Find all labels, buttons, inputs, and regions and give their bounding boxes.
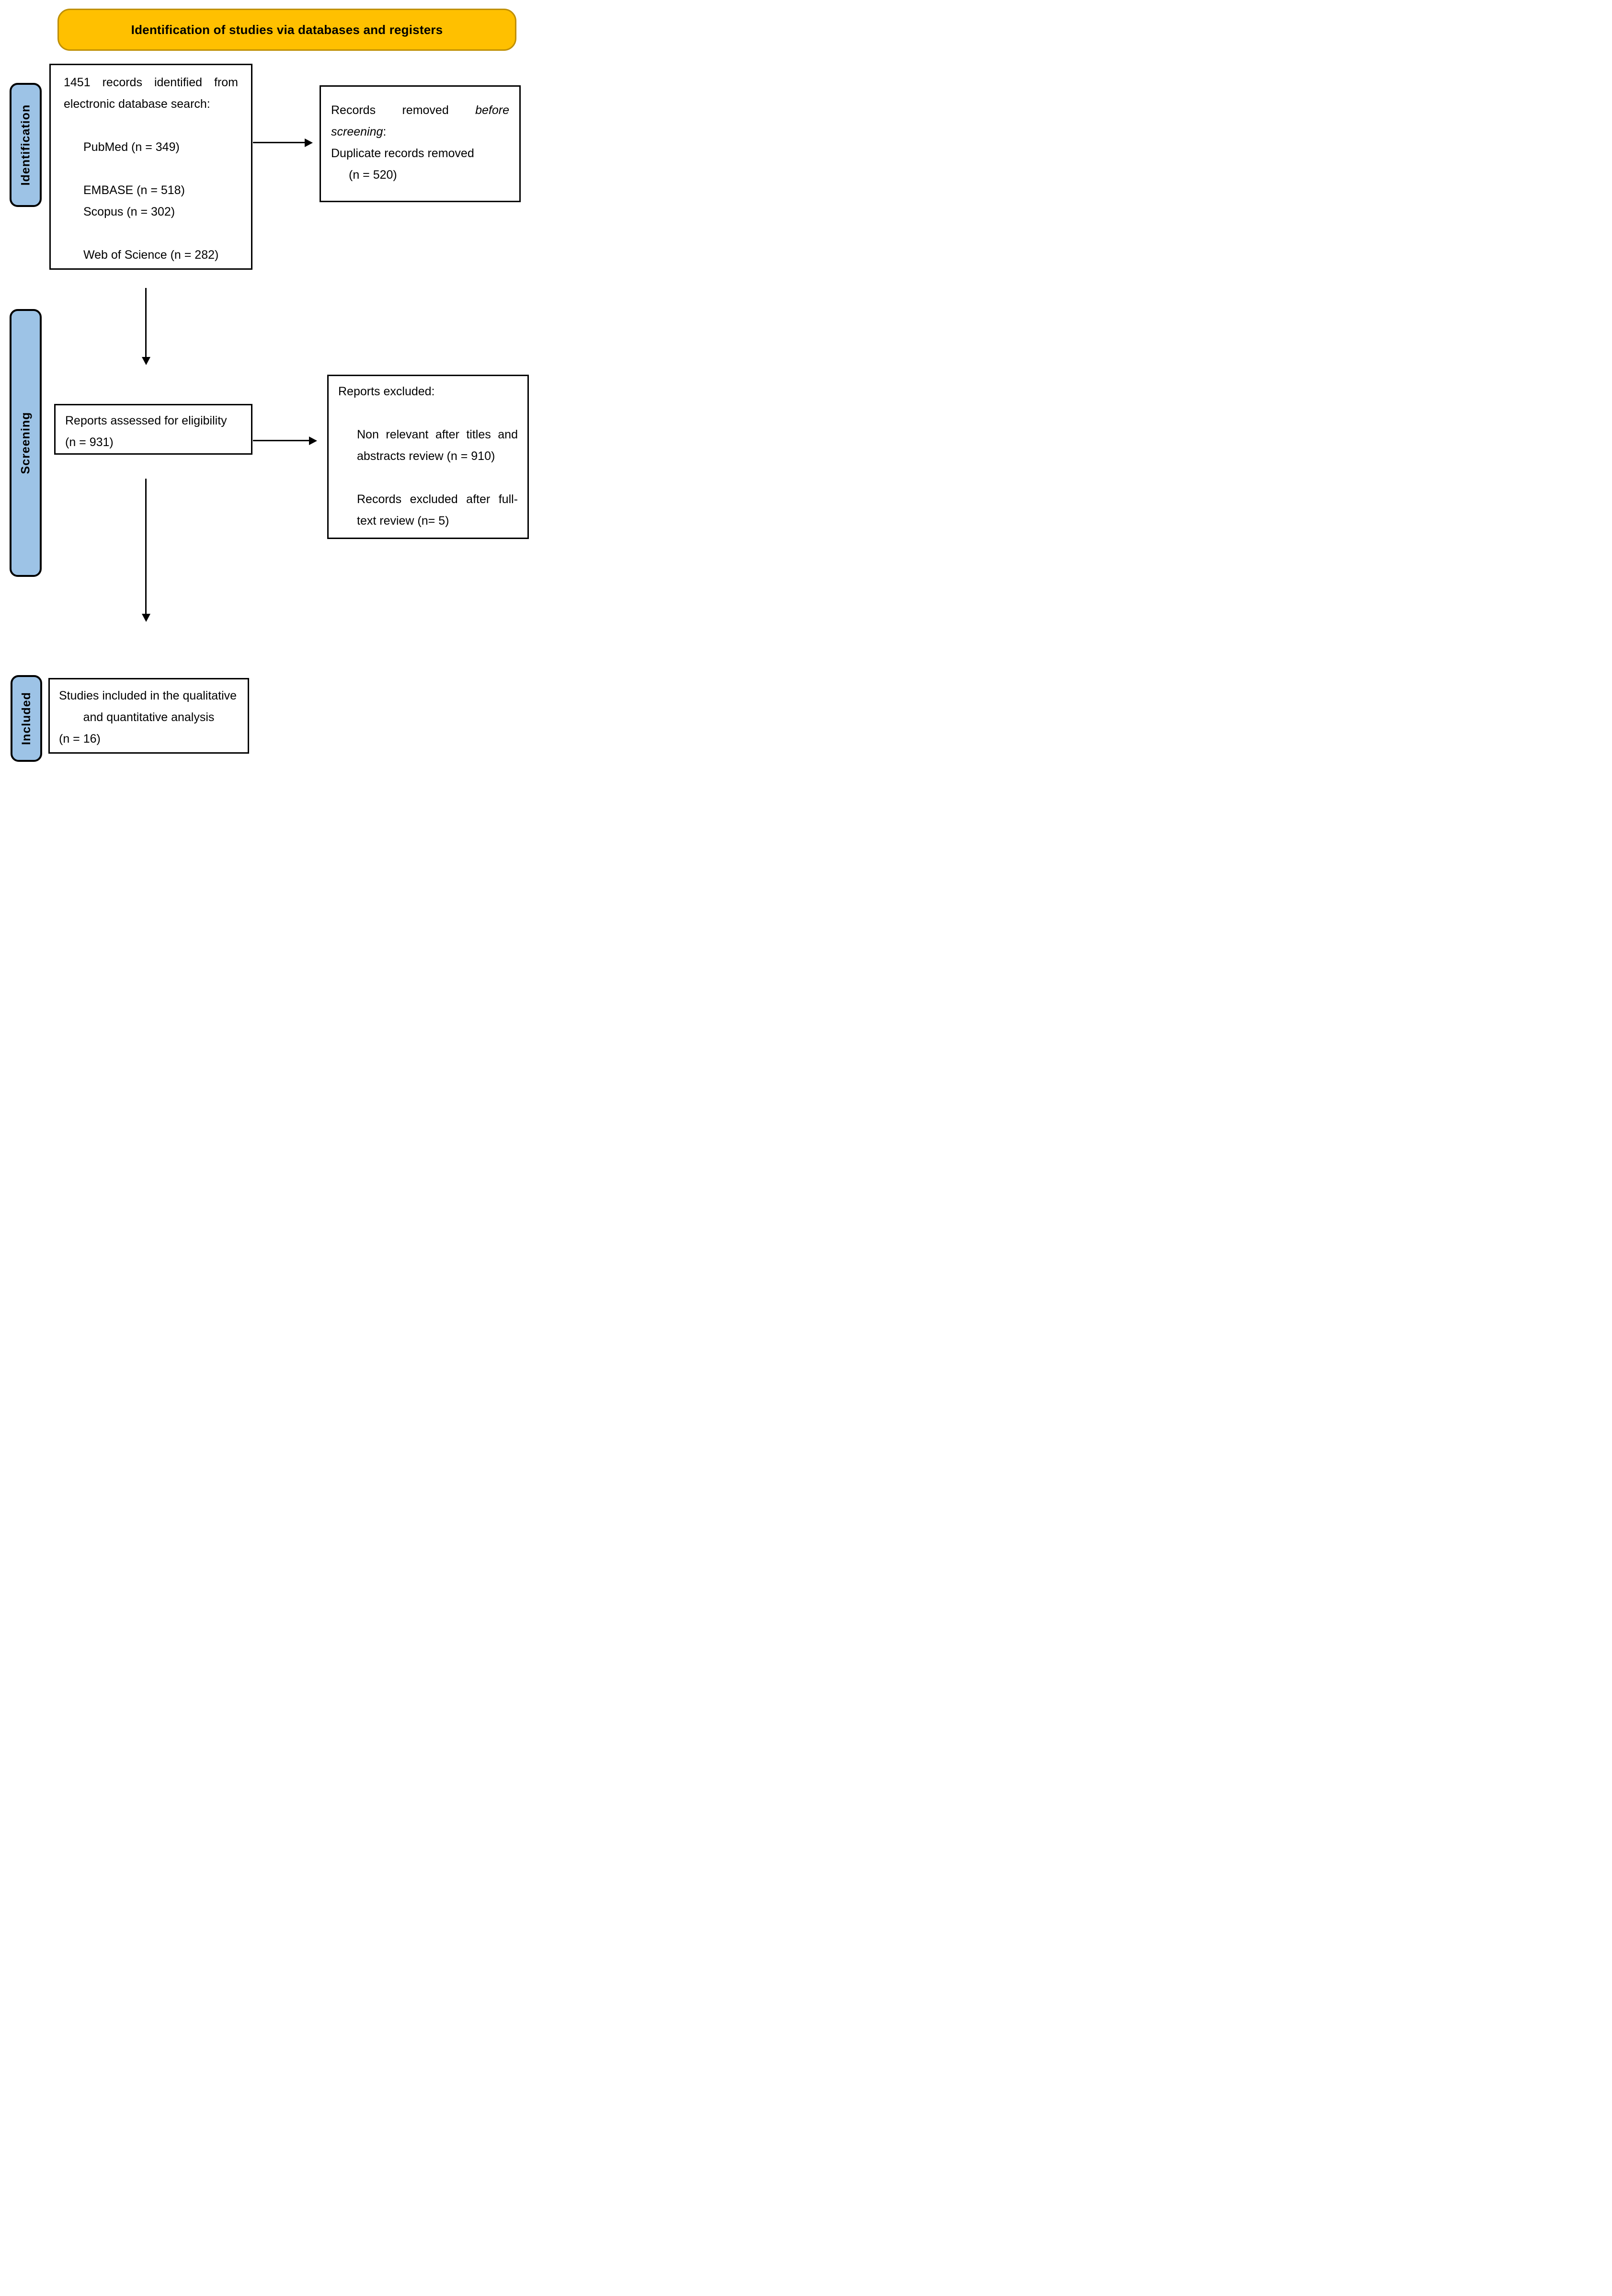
records-removed-line2: screening: (331, 121, 509, 143)
records-removed-line1: Records removed before (331, 100, 509, 121)
arrow-identified-to-removed-head (305, 138, 313, 147)
excluded-reason1-line1: Non relevant after titles and (357, 428, 518, 441)
spacer (338, 402, 518, 424)
spacer (64, 223, 238, 244)
box-records-removed: Records removed before screening: Duplic… (320, 85, 521, 202)
banner-databases-registers: Identification of studies via databases … (57, 9, 516, 51)
excluded-reason2-line2: text review (n= 5) (357, 514, 449, 528)
box-records-identified: 1451 records identified from electronic … (49, 64, 252, 270)
source-scopus: Scopus (n = 302) (83, 205, 175, 218)
stage-label-screening-text: Screening (19, 412, 32, 474)
duplicate-records-count: (n = 520) (349, 168, 397, 182)
source-web-of-science: Web of Science (n = 282) (83, 248, 219, 262)
studies-included-count: (n = 16) (59, 732, 101, 746)
spacer (64, 115, 238, 137)
spacer (64, 158, 238, 180)
box-reports-assessed: Reports assessed for eligibility (n = 93… (54, 404, 252, 455)
stage-label-screening: Screening (10, 309, 42, 577)
records-removed-line2-italic: screening (331, 125, 383, 138)
arrow-identified-to-removed-line (253, 142, 306, 143)
stage-label-included: Included (11, 675, 42, 762)
arrow-assessed-to-included-line (145, 479, 147, 615)
records-removed-line1-italic: before (475, 103, 509, 117)
source-pubmed: PubMed (n = 349) (83, 140, 180, 154)
records-removed-line2-colon: : (383, 125, 387, 138)
excluded-reason1-line2: abstracts review (n = 910) (357, 449, 495, 463)
box-studies-included: Studies included in the qualitative and … (48, 678, 249, 754)
arrow-identified-to-assessed-line (145, 288, 147, 358)
reports-assessed-line1: Reports assessed for eligibility (65, 414, 227, 427)
records-identified-intro-line1: 1451 records identified from (64, 76, 238, 89)
records-removed-line1-regular: Records removed (331, 103, 449, 117)
box-reports-excluded: Reports excluded: Non relevant after tit… (327, 375, 529, 539)
spacer (338, 467, 518, 489)
arrow-assessed-to-excluded-line (253, 440, 310, 441)
reports-assessed-count: (n = 931) (65, 436, 114, 449)
prisma-flow-diagram: Identification of studies via databases … (0, 0, 537, 766)
stage-label-identification-text: Identification (19, 104, 32, 186)
studies-included-line1: Studies included in the qualitative (59, 689, 237, 702)
banner-title: Identification of studies via databases … (131, 22, 443, 37)
reports-excluded-heading: Reports excluded: (338, 385, 435, 398)
arrow-assessed-to-included-head (142, 614, 150, 622)
stage-label-identification: Identification (10, 83, 42, 207)
studies-included-line2: and quantitative analysis (83, 711, 215, 724)
duplicate-records-removed: Duplicate records removed (331, 147, 474, 160)
arrow-assessed-to-excluded-head (309, 436, 317, 445)
excluded-reason2-line1: Records excluded after full- (357, 493, 518, 506)
records-identified-intro-line2: electronic database search: (64, 97, 210, 111)
arrow-identified-to-assessed-head (142, 357, 150, 365)
source-embase: EMBASE (n = 518) (83, 184, 185, 197)
stage-label-included-text: Included (19, 692, 33, 745)
